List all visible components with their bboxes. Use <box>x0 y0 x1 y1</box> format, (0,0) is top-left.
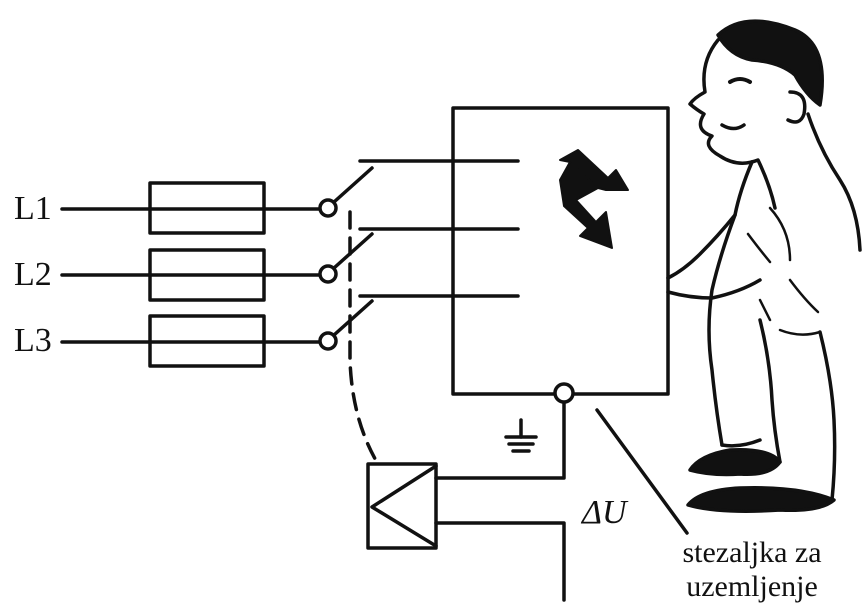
mechanical-link <box>348 210 380 466</box>
label-l2: L2 <box>14 256 52 294</box>
terminal-pointer-line <box>595 408 689 535</box>
switch-terminal-l1 <box>318 198 338 218</box>
terminal-caption-line1: stezaljka za <box>682 536 822 569</box>
switch-blade-l2 <box>332 232 374 270</box>
terminal-caption-line2: uzemljenje <box>686 570 818 603</box>
label-l1: L1 <box>14 190 52 228</box>
label-l3-text: L3 <box>14 322 52 359</box>
switch-terminal-l2 <box>318 264 338 284</box>
label-l3: L3 <box>14 322 52 360</box>
voltage-label: ΔU <box>582 494 627 531</box>
label-l1-text: L1 <box>14 190 52 227</box>
earth-terminal <box>553 382 575 404</box>
switch-terminal-l3 <box>318 331 338 351</box>
switch-blade-l3 <box>332 299 374 337</box>
person-illustration <box>666 19 862 513</box>
label-l2-text: L2 <box>14 256 52 293</box>
protection-relay <box>366 462 438 550</box>
terminal-caption: stezaljka za uzemljenje <box>652 536 852 604</box>
switch-blade-l1 <box>332 166 374 204</box>
equipment-housing <box>451 106 670 396</box>
hazard-arrow <box>559 149 629 249</box>
